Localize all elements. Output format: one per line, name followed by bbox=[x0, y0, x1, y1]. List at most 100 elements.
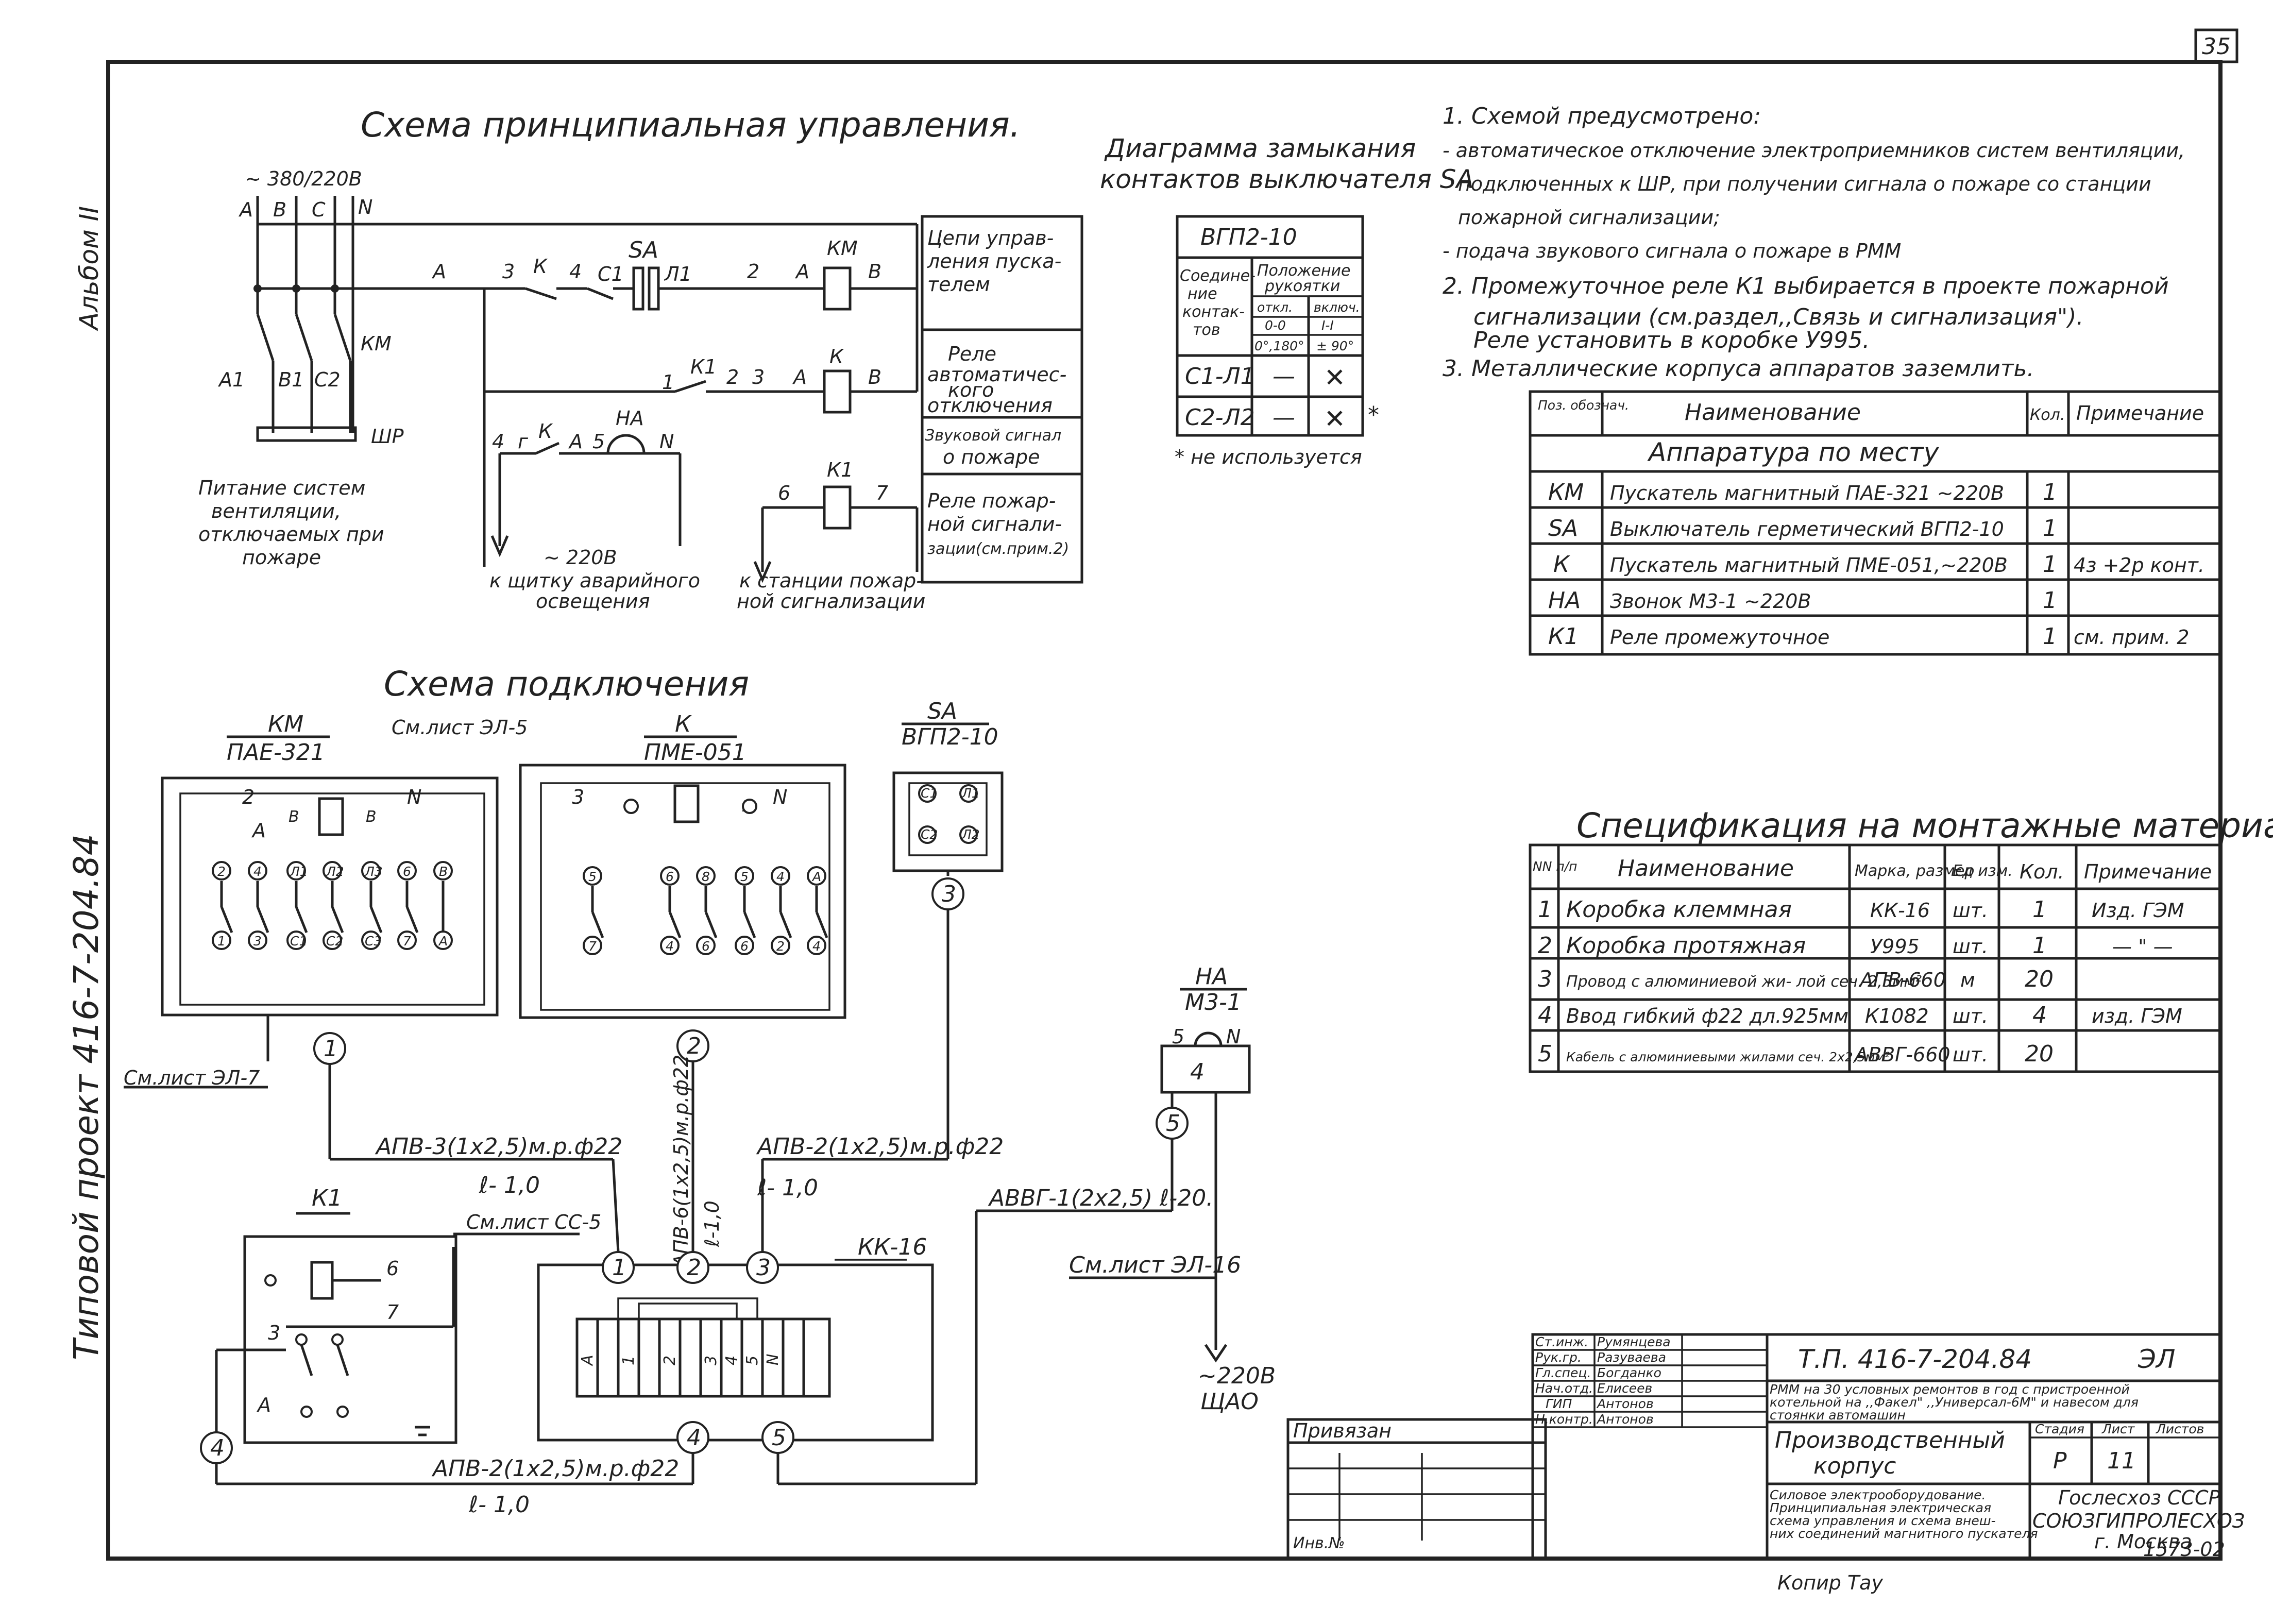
sa-off: — bbox=[1273, 363, 1295, 390]
km-term: В bbox=[366, 808, 377, 826]
wire-label: 3 bbox=[752, 366, 765, 388]
output-a1: А1 bbox=[217, 368, 245, 391]
fire-station-caption: ной сигнализации bbox=[737, 590, 925, 613]
kk-term: 2 bbox=[661, 1356, 679, 1365]
km-term: А bbox=[438, 934, 448, 949]
wire-label: КМ bbox=[827, 237, 858, 260]
cable-len: ℓ-1,0 bbox=[701, 1200, 723, 1247]
load-caption-1: Питание систем bbox=[198, 477, 365, 499]
gland-number: 2 bbox=[687, 1033, 701, 1059]
ha-box bbox=[1160, 1044, 1251, 1094]
km-box bbox=[161, 776, 499, 1017]
table-cell: КК-16 bbox=[1870, 899, 1930, 922]
note-line: 2. Промежуточное реле К1 выбирается в пр… bbox=[1443, 273, 2169, 299]
wire-label: А bbox=[568, 430, 583, 453]
table-cell: 20 bbox=[2025, 1041, 2054, 1067]
cable-mark: АПВ-6(1х2,5)м.р.ф22 bbox=[670, 1055, 692, 1269]
cable-len: ℓ- 1,0 bbox=[468, 1492, 530, 1518]
table-header: Марка, размер bbox=[1855, 862, 1974, 880]
materials-title: Спецификация на монтажные материалы bbox=[1576, 806, 2273, 845]
cable-len: ℓ- 1,0 bbox=[757, 1175, 818, 1201]
sa-position: включ. bbox=[1314, 300, 1360, 315]
phase-b: В bbox=[273, 198, 286, 221]
phase-n: N bbox=[358, 196, 372, 218]
table-cell: 1 bbox=[2043, 623, 2057, 650]
sa-term: С2 bbox=[921, 827, 938, 842]
table-header: Кол. bbox=[2030, 406, 2065, 424]
table-cell: Ввод гибкий ф22 дл.925мм bbox=[1566, 1005, 1848, 1027]
table-cell: Пускатель магнитный ПАЕ-321 ~220В bbox=[1610, 482, 2004, 504]
km-term: 2 bbox=[242, 786, 255, 808]
sa-header: Соедине- bbox=[1180, 267, 1256, 285]
sa-diagram-title: контактов выключателя SA bbox=[1100, 164, 1474, 194]
kk-gland-1 bbox=[602, 1251, 635, 1284]
table-cell: шт. bbox=[1953, 899, 1988, 922]
k-term: 3 bbox=[572, 786, 584, 808]
km-term: 3 bbox=[253, 934, 262, 949]
k1-term: 7 bbox=[386, 1301, 399, 1324]
principal-scheme: Схема принципиальная управления. ~ 380/2… bbox=[198, 105, 1083, 613]
km-term: В bbox=[289, 808, 299, 826]
copy-label: Копир Тау bbox=[1777, 1571, 1883, 1594]
sa-term: С1 bbox=[921, 786, 938, 801]
table-header: Наименование bbox=[1618, 855, 1794, 882]
ha-supply: ЩАО bbox=[1200, 1389, 1259, 1415]
function-block-text: автоматичес- bbox=[927, 363, 1066, 386]
sa-header: ние bbox=[1188, 285, 1217, 303]
sa-pos-code: I-I bbox=[1321, 318, 1334, 333]
km-term: 7 bbox=[403, 934, 411, 949]
wire-label: А bbox=[794, 260, 809, 283]
title-role: Ст.инж. bbox=[1535, 1334, 1588, 1349]
sa-header: Положение bbox=[1257, 262, 1351, 280]
table-cell: КМ bbox=[1548, 479, 1584, 505]
table-cell: К1 bbox=[1548, 623, 1579, 650]
table-cell: Пускатель магнитный ПМЕ-051,~220В bbox=[1610, 554, 2008, 577]
table-cell: 3 bbox=[1538, 966, 1552, 992]
title-name: Богданко bbox=[1597, 1365, 1661, 1380]
wire-label: 2 bbox=[726, 366, 739, 388]
table-cell: 4 bbox=[1538, 1002, 1552, 1028]
table-header: NN п/п bbox=[1533, 859, 1577, 874]
sa-footnote: * не используется bbox=[1175, 446, 1362, 468]
k1-box-label: К1 bbox=[312, 1185, 342, 1211]
drawing-title-line: Силовое электрооборудование. bbox=[1770, 1487, 1986, 1502]
table-cell: У995 bbox=[1870, 935, 1920, 958]
k-term: 6 bbox=[740, 939, 749, 954]
km-term: А bbox=[251, 819, 266, 842]
k-term: 5 bbox=[740, 869, 749, 884]
kk-term: 5 bbox=[743, 1356, 761, 1365]
table-cell: 2 bbox=[1538, 933, 1552, 959]
drawing-title-line: схема управления и схема внеш- bbox=[1770, 1513, 1996, 1528]
title-name: Антонов bbox=[1596, 1396, 1654, 1411]
sa-contact: С2-Л2 bbox=[1185, 404, 1255, 431]
ha-supply: ~220В bbox=[1198, 1363, 1276, 1389]
table-header: Ед изм. bbox=[1953, 862, 2013, 880]
wire-label: НА bbox=[616, 407, 644, 430]
note-line: - автоматическое отключение электроприем… bbox=[1443, 139, 2185, 162]
sa-diagram: Диаграмма замыкания контактов выключател… bbox=[1100, 133, 1474, 468]
connection-scheme: Схема подключения КМ ПАЕ-321 См.лист ЭЛ-… bbox=[124, 664, 1276, 1518]
sheet-code: ЭЛ bbox=[2138, 1344, 2176, 1374]
table-cell: НА bbox=[1548, 587, 1581, 614]
k-term: 6 bbox=[666, 869, 674, 884]
title-role: Нач.отд. bbox=[1535, 1381, 1593, 1396]
k-term: А bbox=[811, 869, 821, 884]
format-code: 1573-02 bbox=[2143, 1538, 2225, 1561]
cable-mark: АВВГ-1(2х2,5) ℓ-20. bbox=[988, 1185, 1213, 1211]
km-term: 6 bbox=[403, 864, 411, 879]
k-term: 6 bbox=[702, 939, 710, 954]
kk16-box bbox=[537, 1263, 934, 1442]
km-term: С2 bbox=[326, 934, 343, 949]
gland-number: 2 bbox=[687, 1255, 701, 1281]
materials-table: Спецификация на монтажные материалы NN п… bbox=[1529, 806, 2273, 1073]
sa-angle: ± 90° bbox=[1316, 339, 1354, 353]
km-terminals-row1: 2 4 Л1 Л2 Л3 6 В bbox=[212, 861, 453, 881]
stage-header: Стадия bbox=[2035, 1422, 2084, 1436]
doc-code: Т.П. 416-7-204.84 bbox=[1798, 1344, 2032, 1374]
table-cell: шт. bbox=[1953, 1005, 1988, 1027]
wire-label: А bbox=[431, 260, 446, 283]
table-header: Поз. обознач. bbox=[1538, 398, 1629, 413]
function-block-text: зации(см.прим.2) bbox=[927, 540, 1069, 558]
table-cell: 4 bbox=[2032, 1002, 2047, 1028]
km-term: С1 bbox=[290, 934, 307, 949]
